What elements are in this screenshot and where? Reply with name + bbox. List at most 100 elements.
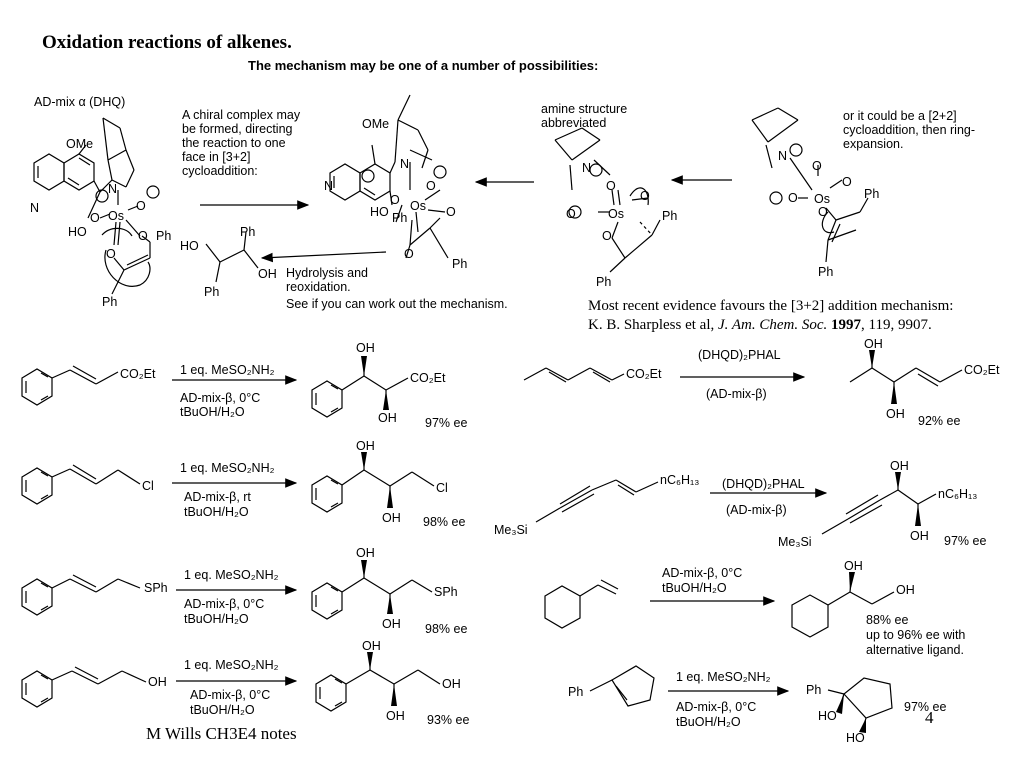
lbl-o-15: O <box>842 175 852 189</box>
lbl-oh-diol: OH <box>258 267 277 281</box>
r3-prod-group: SPh <box>434 585 458 599</box>
lbl-o-14: O <box>812 159 822 173</box>
lbl-o-12: O <box>602 229 612 243</box>
lbl-ph-8: Ph <box>818 265 833 279</box>
r2-prod-group: Cl <box>436 481 448 495</box>
r3-ee: 98% ee <box>425 622 468 636</box>
r8-prod-group: Ph <box>806 683 821 697</box>
r6-prod-silyl: Me₃Si <box>778 535 812 549</box>
r4-sub-group: OH <box>148 675 167 689</box>
r4-oh-top: OH <box>362 639 381 653</box>
lbl-ph-2: Ph <box>102 295 117 309</box>
lbl-ph-1: Ph <box>156 229 171 243</box>
page-subtitle: The mechanism may be one of a number of … <box>248 58 599 73</box>
page-title: Oxidation reactions of alkenes. <box>42 32 292 53</box>
r3-oh-top: OH <box>356 546 375 560</box>
lbl-n-1: N <box>108 182 117 196</box>
r8-reagent: 1 eq. MeSO₂NH₂ <box>676 670 771 684</box>
r1-cond2: tBuOH/H₂O <box>180 405 245 419</box>
r7-oh-end: OH <box>896 583 915 597</box>
lbl-os-4: Os <box>814 192 830 206</box>
reference: K. B. Sharpless et al, J. Am. Chem. Soc.… <box>588 316 932 335</box>
r6-substrate <box>535 479 659 523</box>
r4-cond2: tBuOH/H₂O <box>190 703 255 717</box>
lbl-ph-7: Ph <box>864 187 879 201</box>
r8-product <box>827 677 893 733</box>
lbl-o-1: O <box>90 211 100 225</box>
lbl-ho-2: HO <box>370 205 389 219</box>
wedge-bonds <box>361 350 921 733</box>
r4-reagent: 1 eq. MeSO₂NH₂ <box>184 658 279 672</box>
2plus2-complex <box>751 107 869 263</box>
r4-cond1: AD-mix-β, 0°C <box>190 688 271 702</box>
r5-ee: 92% ee <box>918 414 961 428</box>
r4-substrate <box>21 666 147 708</box>
lbl-n-quinoline-2: N <box>324 179 333 193</box>
r4-product <box>315 652 441 712</box>
ref-year: 1997 <box>831 317 862 333</box>
r1-reagent: 1 eq. MeSO₂NH₂ <box>180 363 275 377</box>
page-number: 4 <box>925 708 934 727</box>
r3-sub-group: SPh <box>144 581 168 595</box>
hydrolysis-hint: See if you can work out the mechanism. <box>286 297 508 311</box>
chiral-complex-note: A chiral complex may be formed, directin… <box>182 108 301 178</box>
r1-product <box>311 356 409 418</box>
r6-product <box>821 472 937 535</box>
dhq-osmium-complex <box>33 117 160 295</box>
lbl-o-3: O <box>106 247 116 261</box>
lbl-ho-1: HO <box>68 225 87 239</box>
footer-text: M Wills CH3E4 notes <box>146 724 297 743</box>
osmate-ester-3plus2 <box>329 94 449 259</box>
lbl-o-13: O <box>788 191 798 205</box>
lbl-ome-2: OMe <box>362 117 389 131</box>
r1-oh-bottom: OH <box>378 411 397 425</box>
evidence-text: Most recent evidence favours the [3+2] a… <box>588 298 954 314</box>
lbl-ph-3: Ph <box>392 211 407 225</box>
r2-sub-group: Cl <box>142 479 154 493</box>
lbl-ph-4: Ph <box>452 257 467 271</box>
r3-cond1: AD-mix-β, 0°C <box>184 597 265 611</box>
lbl-ho-diol: HO <box>180 239 199 253</box>
r8-substrate <box>589 665 655 707</box>
r7-ee-extra2: alternative ligand. <box>866 643 964 657</box>
lbl-n-quinoline-1: N <box>30 201 39 215</box>
r7-ee: 88% ee <box>866 613 909 627</box>
r1-substrate <box>21 365 119 406</box>
r3-cond2: tBuOH/H₂O <box>184 612 249 626</box>
r7-substrate <box>544 579 619 629</box>
ref-journal: J. Am. Chem. Soc. <box>717 317 828 333</box>
r8-ho-2: HO <box>846 731 865 745</box>
lbl-o-6: O <box>426 179 436 193</box>
r6-sub-silyl: Me₃Si <box>494 523 528 537</box>
r7-cond1: tBuOH/H₂O <box>662 581 727 595</box>
ad-mix-alpha-label: AD-mix α (DHQ) <box>34 95 126 109</box>
r2-oh-top: OH <box>356 439 375 453</box>
r8-sub-group: Ph <box>568 685 583 699</box>
r4-ee: 93% ee <box>427 713 470 727</box>
lbl-os-2: Os <box>410 199 426 213</box>
r7-ee-extra1: up to 96% ee with <box>866 628 966 642</box>
r3-reagent: 1 eq. MeSO₂NH₂ <box>184 568 279 582</box>
arrow-hydrolysis <box>260 251 387 263</box>
r1-prod-group: CO₂Et <box>410 371 446 385</box>
r8-ho-1: HO <box>818 709 837 723</box>
lbl-os-1: Os <box>108 209 124 223</box>
ref-rest: , 119, 9907. <box>861 317 932 333</box>
r1-sub-group: CO₂Et <box>120 367 156 381</box>
lbl-o-2: O <box>136 199 146 213</box>
r6-ee: 97% ee <box>944 534 987 548</box>
r4-prod-group: OH <box>442 677 461 691</box>
r1-cond1: AD-mix-β, 0°C <box>180 391 261 405</box>
lbl-o-5: O <box>390 193 400 207</box>
r2-substrate <box>21 464 141 505</box>
r6-prod-group: nC₆H₁₃ <box>938 487 977 501</box>
amine-note: amine structure abbreviated <box>541 102 628 130</box>
lbl-o-10: O <box>606 179 616 193</box>
r7-oh-top: OH <box>844 559 863 573</box>
r3-product <box>311 560 433 620</box>
lbl-n-3: N <box>582 161 591 175</box>
lbl-ph-5: Ph <box>662 209 677 223</box>
r5-prod-group: CO₂Et <box>964 363 1000 377</box>
r6-reagent: (DHQD)₂PHAL <box>722 477 805 491</box>
